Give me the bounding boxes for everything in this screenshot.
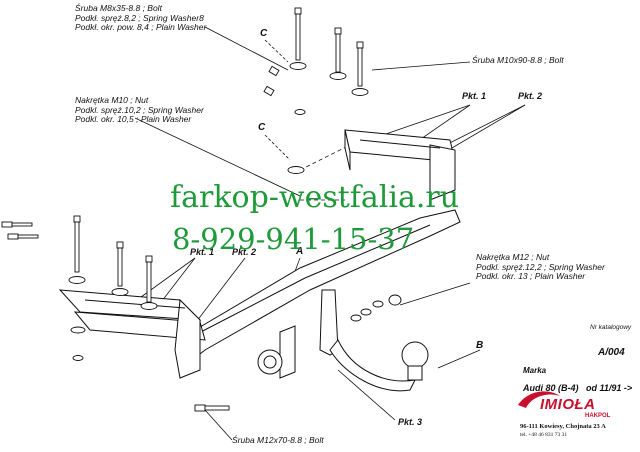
label-bolt-m8: Śruba M8x35-8.8 ; Bolt Podkł. spręż.8,2 … [75, 3, 207, 32]
label-pkt1-top: Pkt. 1 [462, 91, 487, 101]
brand-name: IMIOŁA [540, 396, 596, 413]
catalog-nr-value: A/004 [598, 347, 625, 358]
label-pkt1-left: Pkt. 1 [190, 247, 215, 257]
letter-c-mid: C [258, 122, 266, 133]
leader-bolt-m8 [204, 26, 289, 71]
logo-swoosh [518, 391, 560, 408]
leader-pkt2-left [189, 257, 246, 331]
leader-nut-m10 [134, 117, 301, 197]
leader-pkt2-a [439, 104, 526, 156]
leader-bolt-m12 [204, 409, 233, 441]
label-bolt-m10: Śruba M10x90-8.8 ; Bolt [472, 55, 564, 65]
letter-b: B [476, 340, 484, 351]
socket-plate [257, 325, 296, 379]
brand-address: 96-111 Kowiesy, Chojnata 23 A [520, 423, 606, 430]
catalog-marka-label: Marka [523, 366, 547, 375]
ball-mount [319, 289, 429, 392]
label-pkt2-left: Pkt. 2 [232, 247, 257, 257]
letter-c-top: C [260, 28, 268, 39]
watermark-phone: 8-929-941-15-37 [172, 222, 415, 256]
label-bolt-m12: Śruba M12x70-8.8 ; Bolt [232, 435, 324, 445]
label-nut-m10: Nakrętka M10 ; Nut Podkl. spręż.10,2 ; S… [75, 95, 204, 124]
washers [68, 62, 402, 361]
catalog-nr-label: Nr katalogowy [590, 324, 632, 331]
label-pkt3: Pkt. 3 [398, 417, 423, 427]
leader-b [437, 349, 481, 369]
label-nut-m12: Nakrętka M12 ; Nut Podkl. spręż.12,2 ; S… [476, 252, 605, 281]
catalog-year: od 11/91 -> [586, 383, 633, 393]
left-bracket [58, 289, 206, 379]
letter-a: A [296, 246, 304, 257]
watermark-site: farkop-westfalia.ru [170, 180, 460, 215]
leader-bolt-m10 [371, 61, 471, 71]
leader-nut-m12 [399, 282, 471, 306]
bolts [1, 7, 364, 412]
brand-phone: tel. +48 46 831 73 31 [520, 432, 568, 438]
leader-pkt3 [337, 369, 396, 421]
right-bracket [344, 129, 456, 201]
brand-sub: HAKPOL [585, 413, 611, 419]
catalog-model: Audi 80 (B-4) [523, 383, 579, 393]
label-pkt2-top: Pkt. 2 [518, 91, 543, 101]
leader-pkt1-b [379, 104, 471, 137]
